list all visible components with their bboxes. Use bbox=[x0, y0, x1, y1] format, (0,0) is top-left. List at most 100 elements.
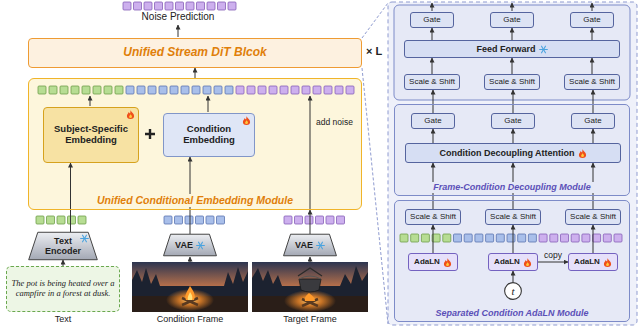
token bbox=[561, 234, 569, 242]
repeat-label: × L bbox=[366, 45, 382, 58]
gate-box: Gate bbox=[571, 113, 615, 129]
node-text: Gate bbox=[504, 116, 521, 125]
connector bbox=[513, 271, 514, 282]
trainable-icon bbox=[578, 149, 587, 158]
output-arrow bbox=[512, 3, 513, 11]
token bbox=[57, 216, 65, 224]
decoupling-module: Frame-Condition Decoupling Module Gate Gat… bbox=[394, 104, 630, 196]
ffn-module bbox=[394, 5, 630, 100]
encoder-box: Text Encoder bbox=[28, 232, 98, 260]
connector bbox=[592, 28, 593, 40]
module-fill bbox=[394, 200, 630, 322]
connector bbox=[513, 225, 514, 253]
dit-block: Unified Stream DiT Blcok bbox=[28, 38, 362, 68]
token bbox=[126, 86, 134, 94]
plus-symbol bbox=[145, 129, 155, 139]
token bbox=[82, 86, 90, 94]
node-text: Unified Stream DiT Blcok bbox=[123, 46, 266, 60]
token bbox=[137, 86, 145, 94]
adaln-box: AdaLN bbox=[568, 253, 618, 271]
token bbox=[603, 234, 611, 242]
token bbox=[218, 2, 226, 10]
node-text: Condition Embedding bbox=[167, 124, 251, 146]
token bbox=[203, 86, 211, 94]
token bbox=[104, 86, 112, 94]
block-panel bbox=[388, 2, 637, 325]
image-arrow bbox=[190, 257, 191, 262]
frozen-icon bbox=[539, 45, 548, 54]
token bbox=[148, 86, 156, 94]
token bbox=[316, 216, 324, 224]
scale-shift-box: Scale & Shift bbox=[485, 209, 541, 225]
node-text: VAE bbox=[175, 240, 193, 250]
connector bbox=[593, 129, 594, 143]
node-text: Scale & Shift bbox=[489, 77, 535, 86]
node-text: Gate bbox=[424, 116, 441, 125]
token bbox=[38, 86, 46, 94]
token bbox=[324, 86, 332, 94]
embedding-module: Unified Conditional Embedding ModuleSubj… bbox=[28, 78, 362, 210]
connector bbox=[593, 90, 594, 113]
adaln-module: Separated Condition AdaLN Module Scale & … bbox=[394, 200, 630, 322]
output-arrow bbox=[432, 3, 433, 11]
connector bbox=[433, 225, 434, 253]
token bbox=[305, 216, 313, 224]
token bbox=[225, 86, 233, 94]
token bbox=[71, 86, 79, 94]
noise-arrow bbox=[310, 96, 311, 209]
connector bbox=[512, 28, 513, 40]
module-label: Frame-Condition Decoupling Module bbox=[430, 182, 594, 193]
node-text: AdaLN bbox=[494, 257, 520, 266]
token bbox=[236, 86, 244, 94]
connector bbox=[513, 90, 514, 113]
connector bbox=[538, 262, 568, 263]
node-text: VAE bbox=[295, 240, 313, 250]
token bbox=[192, 86, 200, 94]
token bbox=[247, 86, 255, 94]
token bbox=[68, 216, 76, 224]
encoder-box: VAE bbox=[163, 234, 217, 256]
token bbox=[175, 216, 183, 224]
node-text: Feed Forward bbox=[476, 44, 535, 54]
token bbox=[411, 234, 419, 242]
token bbox=[593, 234, 601, 242]
frozen-icon bbox=[196, 241, 205, 250]
trainable-icon bbox=[242, 116, 251, 125]
token bbox=[93, 86, 101, 94]
token bbox=[214, 86, 222, 94]
connector bbox=[432, 58, 433, 74]
trainable-icon bbox=[443, 258, 452, 267]
adaln-box: AdaLN bbox=[488, 253, 538, 271]
connector bbox=[70, 163, 71, 232]
node-text: Scale & Shift bbox=[409, 77, 455, 86]
embedding-box: Condition Embedding bbox=[163, 113, 255, 157]
edge-label: copy bbox=[542, 251, 564, 261]
input-label: Condition Frame bbox=[157, 314, 224, 324]
token bbox=[539, 234, 547, 242]
adaln-box: AdaLN bbox=[408, 253, 458, 271]
scale-shift-box: Scale & Shift bbox=[405, 209, 461, 225]
token bbox=[528, 234, 536, 242]
frozen-icon bbox=[316, 241, 325, 250]
node-text: Subject-Specific Embedding bbox=[47, 124, 135, 146]
feed-forward-box: Feed Forward bbox=[404, 40, 620, 58]
embed-arrow bbox=[90, 96, 91, 106]
token bbox=[326, 216, 334, 224]
trainable-icon bbox=[523, 258, 532, 267]
attention-box: Condition Decoupling Attention bbox=[405, 143, 621, 163]
node-text: Scale & Shift bbox=[570, 212, 616, 221]
token bbox=[486, 234, 494, 242]
gate-box: Gate bbox=[410, 12, 454, 28]
token bbox=[295, 216, 303, 224]
token bbox=[582, 234, 590, 242]
edge-label: add noise bbox=[314, 118, 355, 128]
token bbox=[284, 216, 292, 224]
module-label: Separated Condition AdaLN Module bbox=[432, 308, 591, 319]
token bbox=[443, 234, 451, 242]
node-text: Condition Decoupling Attention bbox=[439, 148, 574, 158]
node-text: Gate bbox=[503, 15, 520, 24]
node-text: AdaLN bbox=[574, 257, 600, 266]
node-text: Scale & Shift bbox=[569, 77, 615, 86]
token bbox=[454, 234, 462, 242]
token bbox=[400, 234, 408, 242]
